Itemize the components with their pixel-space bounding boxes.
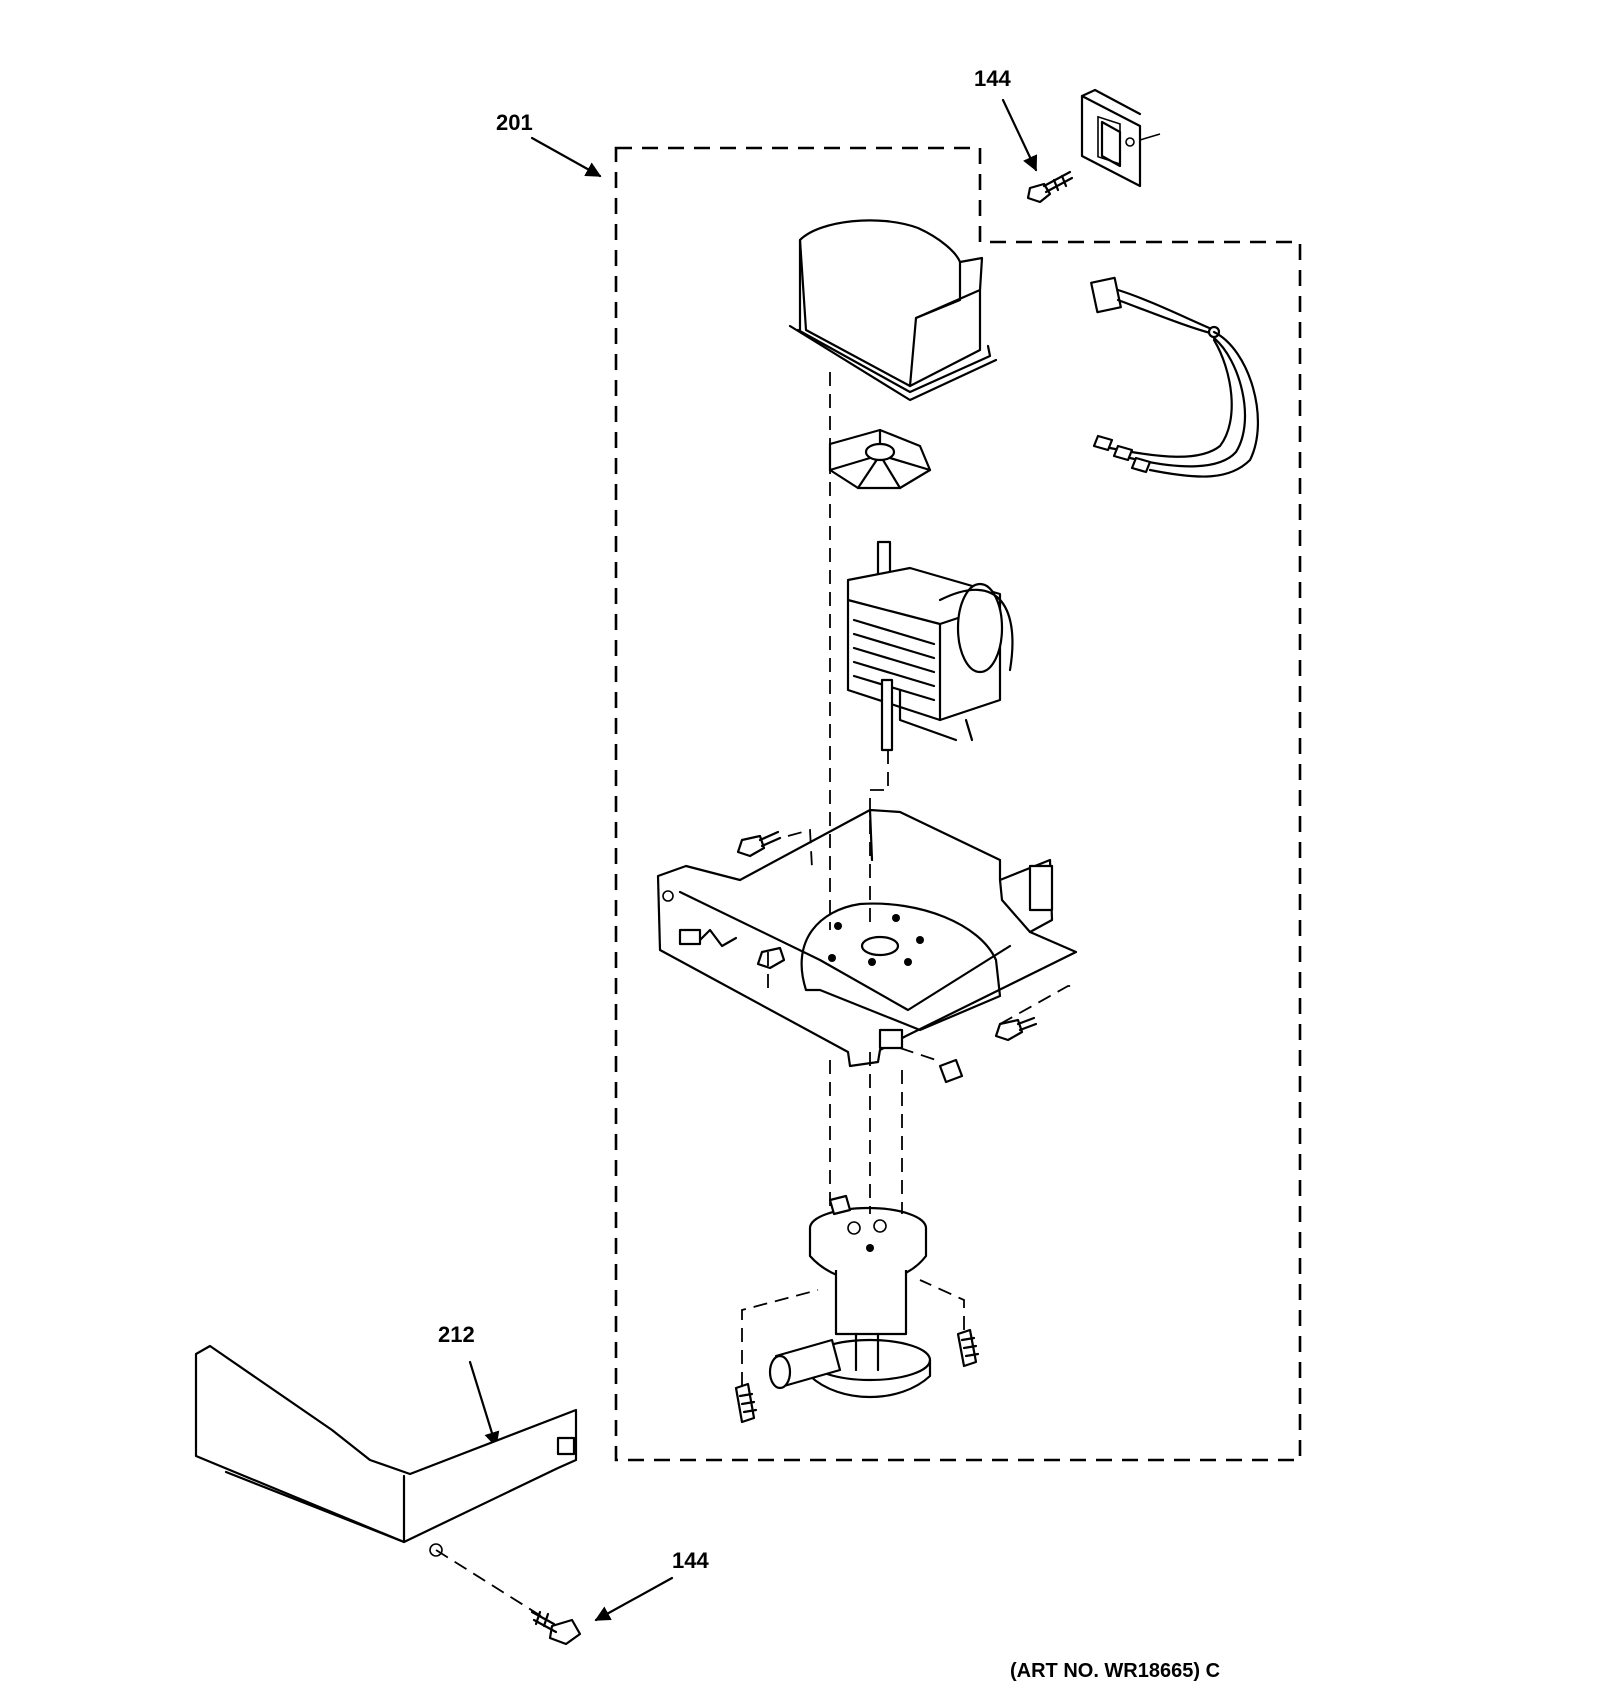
screw-bottom — [530, 1610, 582, 1646]
fan-blade — [828, 428, 932, 490]
art-number: (ART NO. WR18665) C — [1010, 1660, 1221, 1682]
callout-201: 201 — [496, 110, 533, 135]
callout-144-bottom: 144 — [672, 1548, 709, 1573]
mounting-plate — [656, 808, 1078, 1068]
mounting-bracket — [1080, 88, 1161, 188]
callout-144-top: 144 — [974, 66, 1011, 91]
auger-tube — [768, 1194, 932, 1399]
cover-panel — [194, 1344, 578, 1629]
callout-212: 212 — [438, 1322, 475, 1347]
assembly-boundary — [614, 146, 1302, 1462]
leader-144-top — [1001, 98, 1038, 172]
assembly-leaders — [741, 372, 1078, 1386]
leader-201 — [530, 136, 602, 178]
leader-212 — [468, 1360, 500, 1448]
motor-cover — [788, 219, 998, 402]
plate-screws — [736, 830, 1038, 1084]
tube-screws — [734, 1328, 980, 1424]
screw-top — [1026, 170, 1074, 204]
wire-harness — [1090, 276, 1259, 478]
leader-144-bottom — [594, 1576, 674, 1622]
fan-motor — [846, 540, 1014, 752]
